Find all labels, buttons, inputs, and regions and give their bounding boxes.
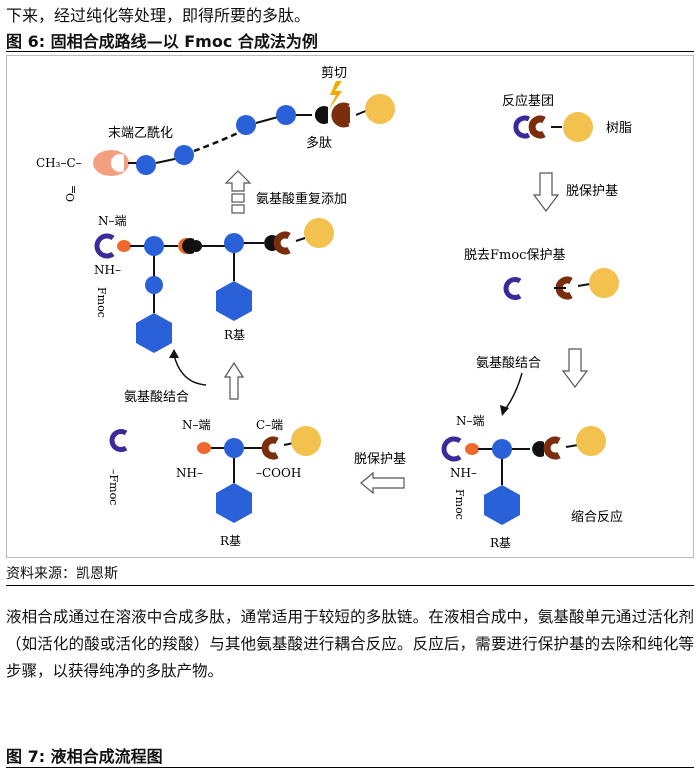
cooh-label: –COOH xyxy=(256,466,301,480)
amino-acid-ball xyxy=(224,438,244,458)
reactive-group-label: 反应基团 xyxy=(502,93,554,109)
intro-text: 下来，经过纯化等处理，即得所要的多肽。 xyxy=(6,6,311,25)
n-term-mid-label: N–端 xyxy=(182,418,211,432)
figure-7-rule xyxy=(6,767,694,768)
source-rule xyxy=(6,585,694,586)
down-hollow-arrow xyxy=(532,172,560,212)
amino-acid-ball xyxy=(224,233,244,253)
deprotected-amino-acid xyxy=(197,426,321,523)
nh-left-label: NH– xyxy=(94,263,121,277)
r-group-hexagon xyxy=(216,483,252,523)
nh-mid-label: NH– xyxy=(176,466,203,480)
down-hollow-arrow-2 xyxy=(561,348,589,388)
condensation-label: 缩合反应 xyxy=(571,509,623,525)
amino-acid-ball xyxy=(276,105,296,125)
up-hollow-arrow xyxy=(223,361,245,400)
repeat-add-label: 氨基酸重复添加 xyxy=(256,191,347,207)
c-term-mid-label: C–端 xyxy=(256,418,283,432)
side-chain-ball xyxy=(145,276,163,294)
peptide-label: 多肽 xyxy=(306,135,332,151)
r-group-hexagon xyxy=(484,485,520,525)
figure-6-diagram: 剪切 末端乙酰化 CH₃–C– = O 多肽 氨基酸重复添加 N–端 NH– xyxy=(6,55,694,558)
n-term-left-label: N–端 xyxy=(98,214,127,228)
resin-bead xyxy=(291,426,321,456)
deprotect-1-label: 脱保护基 xyxy=(566,184,618,199)
acetyl-formula: CH₃–C– xyxy=(36,156,82,170)
resin-bead xyxy=(304,218,334,248)
remove-fmoc-label: 脱去Fmoc保护基 xyxy=(464,248,565,263)
figure-6-title: 图 6: 固相合成路线—以 Fmoc 合成法为例 xyxy=(6,32,318,51)
acetyl-double-bond: = xyxy=(67,185,80,194)
n-terminus-cap xyxy=(197,442,211,454)
nh-right-label: NH– xyxy=(450,466,477,480)
cut-label: 剪切 xyxy=(321,65,347,81)
figure-6-top-rule xyxy=(6,51,694,52)
r-base-right-label: R基 xyxy=(490,536,511,550)
repeat-up-arrow xyxy=(224,170,252,214)
deprotect-2-label: 脱保护基 xyxy=(354,452,406,467)
amino-acid-ball xyxy=(492,439,512,459)
peptide-chain xyxy=(93,81,395,176)
amino-acid-ball xyxy=(144,236,164,256)
r-group-hexagon xyxy=(136,313,172,353)
resin-bead xyxy=(576,426,606,456)
amino-acid-ball xyxy=(236,115,256,135)
figure-7-title: 图 7: 液相合成流程图 xyxy=(6,747,163,766)
binding-curved-arrow xyxy=(173,354,207,386)
r-base-mid-label: R基 xyxy=(220,534,241,548)
free-fmoc-cup xyxy=(109,429,128,452)
r-group-hexagon xyxy=(216,281,252,321)
aa-binding-right-label: 氨基酸结合 xyxy=(476,356,541,371)
acetyl-oxygen: O xyxy=(63,193,76,202)
fmoc-left-label: Fmoc xyxy=(95,287,108,318)
acetylation-label: 末端乙酰化 xyxy=(108,126,173,141)
free-fmoc-label: –Fmoc xyxy=(107,469,120,505)
black-linker xyxy=(314,106,328,124)
r-base-label-1: R基 xyxy=(224,328,245,342)
fmoc-right-label: Fmoc xyxy=(453,489,466,520)
body-paragraph: 液相合成通过在溶液中合成多肽，通常适用于较短的多肽链。在液相合成中，氨基酸单元通… xyxy=(6,608,694,680)
resin-label: 树脂 xyxy=(606,121,632,136)
amino-acid-ball xyxy=(136,155,156,175)
aa-binding-left-label: 氨基酸结合 xyxy=(124,390,189,405)
n-terminus-cap xyxy=(117,240,131,252)
fmoc-cup xyxy=(94,233,115,259)
dipeptide-on-resin xyxy=(94,218,334,353)
resin-with-protected-group xyxy=(513,112,593,142)
figure-source: 资料来源：凯恩斯 xyxy=(6,566,118,582)
cut-lightning-icon xyxy=(328,81,342,111)
resin-bead xyxy=(589,268,619,298)
n-term-right-label: N–端 xyxy=(456,414,485,428)
resin-linker xyxy=(331,102,350,128)
amino-acid-ball xyxy=(174,145,194,165)
resin-bead xyxy=(365,94,395,124)
resin-bead xyxy=(563,112,593,142)
protected-amino-acid-on-resin xyxy=(441,426,606,525)
left-hollow-arrow xyxy=(360,471,405,495)
removed-fmoc-cup xyxy=(503,277,522,300)
resin-deprotected xyxy=(554,268,619,300)
